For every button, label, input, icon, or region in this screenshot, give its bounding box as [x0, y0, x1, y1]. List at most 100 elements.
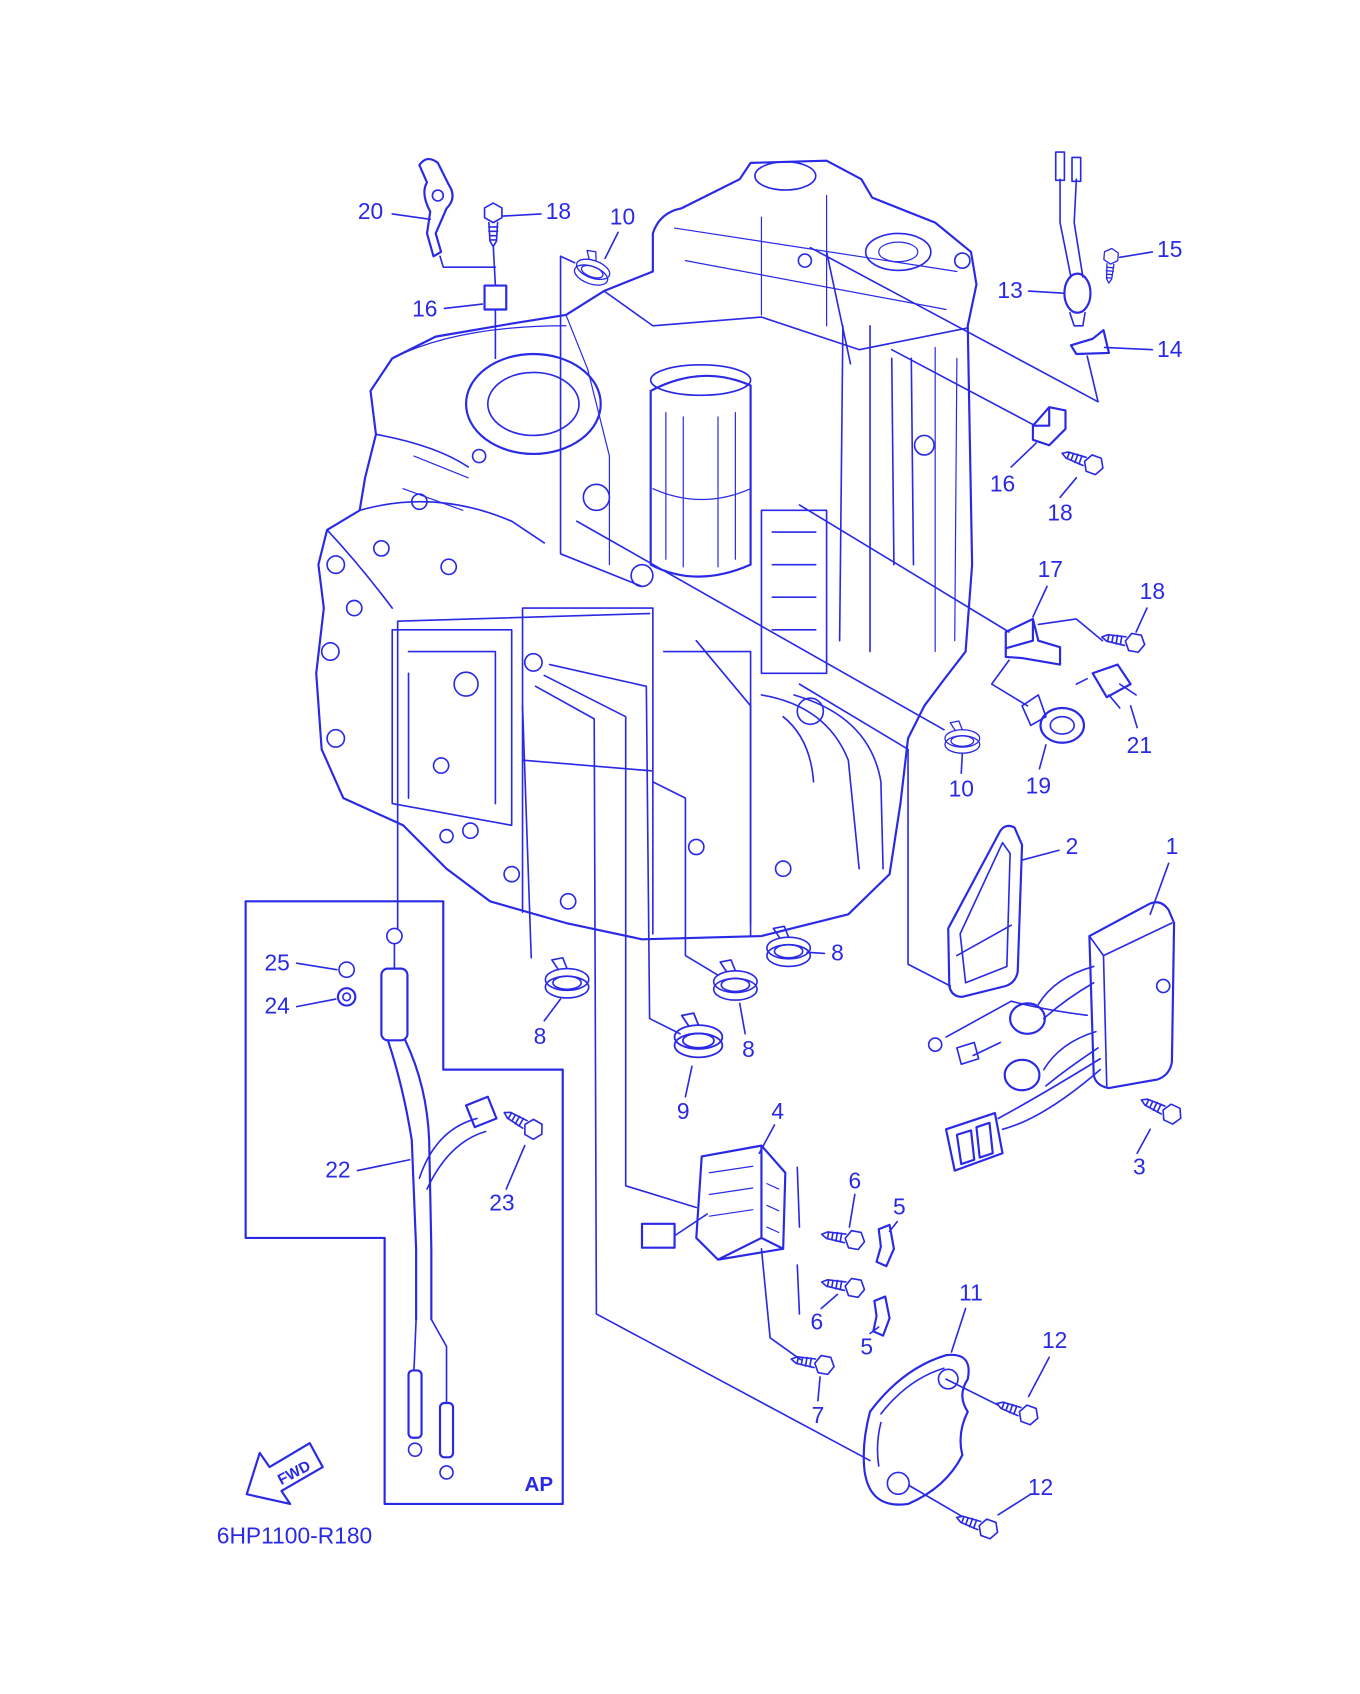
leader-line	[960, 752, 964, 774]
bolt-hole	[439, 828, 454, 844]
ring	[338, 961, 356, 979]
leader-line	[1010, 442, 1037, 468]
callout-label: 18	[546, 198, 571, 224]
leader-line	[502, 213, 542, 217]
bolt-hole	[326, 555, 346, 575]
bolt-hole	[796, 697, 825, 726]
part-4-module	[640, 1144, 787, 1261]
ap-box-label: AP	[525, 1473, 554, 1496]
starter-motor-ribs	[652, 412, 752, 568]
part-14-bracket	[1069, 329, 1111, 356]
bolt-hole	[326, 728, 346, 748]
assembly-line	[534, 685, 871, 1462]
leader-line	[1135, 607, 1148, 633]
engine-block-outline	[315, 159, 978, 941]
head-ribs	[673, 194, 958, 653]
part-12-screw-b	[952, 1508, 1002, 1542]
assembly-line	[521, 705, 533, 959]
assembly-line	[695, 639, 752, 937]
assembly-line	[559, 255, 643, 588]
callout-label: 10	[949, 776, 974, 802]
starter-motor-top	[649, 364, 752, 397]
part-22-harness	[380, 927, 498, 1480]
bolt-hole	[410, 493, 428, 511]
bolt-hole	[372, 539, 390, 557]
part-18-screw-right	[1058, 444, 1107, 478]
callout-label: 8	[534, 1023, 547, 1049]
cover-hole	[886, 1471, 910, 1496]
sensor-body	[1091, 663, 1132, 699]
harness-terminal	[438, 1401, 455, 1459]
bolt-hole	[320, 642, 340, 662]
assembly-line	[652, 781, 719, 976]
module-body	[695, 1144, 787, 1261]
exhaust-pipe	[760, 694, 884, 870]
gasket-inner	[956, 841, 1013, 984]
bolt-hole	[774, 860, 792, 878]
bolt-hole	[797, 253, 813, 268]
leader-line	[806, 951, 826, 955]
leader-line	[1038, 744, 1047, 770]
sensor-body	[1063, 272, 1092, 314]
bolt-hole	[345, 599, 363, 617]
assembly-line	[576, 520, 945, 731]
leader-line	[997, 1493, 1032, 1516]
callout-label: 17	[1038, 556, 1063, 582]
cover-rim	[876, 1367, 945, 1467]
part-8-clamp-b	[712, 959, 758, 1001]
part-8-clamp-c	[544, 956, 590, 999]
callout-label: 8	[831, 940, 844, 966]
part-13-sensor	[1054, 151, 1092, 327]
cam-cap-right	[864, 232, 932, 272]
callout-label: 21	[1127, 732, 1152, 758]
callout-label: 20	[358, 198, 383, 224]
leader-line	[684, 1065, 693, 1098]
clip-hole	[431, 189, 445, 202]
bolt-holes	[320, 252, 971, 910]
part-21-sensor	[1091, 663, 1137, 709]
assembly-line	[798, 504, 1104, 642]
part-11-cover	[862, 1353, 970, 1506]
leader-lines	[295, 213, 1170, 1516]
leader-line	[758, 1124, 776, 1155]
fuel-rail	[838, 324, 915, 653]
part-25-ring	[338, 961, 356, 979]
cdi-mount	[1155, 978, 1171, 994]
assembly-line	[809, 246, 1099, 403]
module-lead	[673, 1213, 708, 1237]
leader-line	[1021, 849, 1060, 861]
sensor-plug	[1071, 156, 1082, 183]
callout-label: 2	[1066, 833, 1079, 859]
callout-label: 1	[1166, 833, 1179, 859]
module-detail	[708, 1165, 780, 1234]
intake-runner	[760, 509, 828, 675]
callout-labels: 20 18 10 16 13 15 14 16 18 17 18 21 10 1…	[264, 198, 1182, 1500]
cylinder-opening	[464, 352, 602, 455]
assembly-line	[908, 1378, 999, 1517]
sensor-tip	[1069, 311, 1086, 327]
cam-cap-right-inner	[878, 241, 919, 263]
cdi-coil	[1009, 1002, 1046, 1035]
clamp-tab	[1021, 694, 1047, 727]
part-2-gasket	[947, 824, 1024, 998]
cdi-housing	[1088, 901, 1176, 1090]
callout-label: 25	[264, 949, 289, 975]
bolt-hole	[953, 252, 971, 270]
assembly-line	[396, 612, 651, 930]
leader-line	[869, 1326, 880, 1335]
cover-outline	[862, 1353, 970, 1506]
leader-line	[1027, 1356, 1051, 1398]
part-6-screw-b	[819, 1272, 867, 1299]
bolt-hole	[559, 892, 577, 910]
assembly-line	[796, 1166, 801, 1315]
part-7-screw	[788, 1349, 837, 1377]
callout-label: 7	[812, 1402, 825, 1428]
callout-label: 8	[742, 1036, 755, 1062]
part-16-bracket-right	[1031, 406, 1067, 447]
engine-block	[315, 159, 978, 941]
part-23-screw	[499, 1104, 548, 1143]
part-24-washer	[336, 987, 357, 1007]
sensor-lead	[1108, 683, 1137, 709]
cdi-ring-terminal	[927, 1037, 943, 1052]
harness-ring-terminal	[385, 927, 403, 945]
